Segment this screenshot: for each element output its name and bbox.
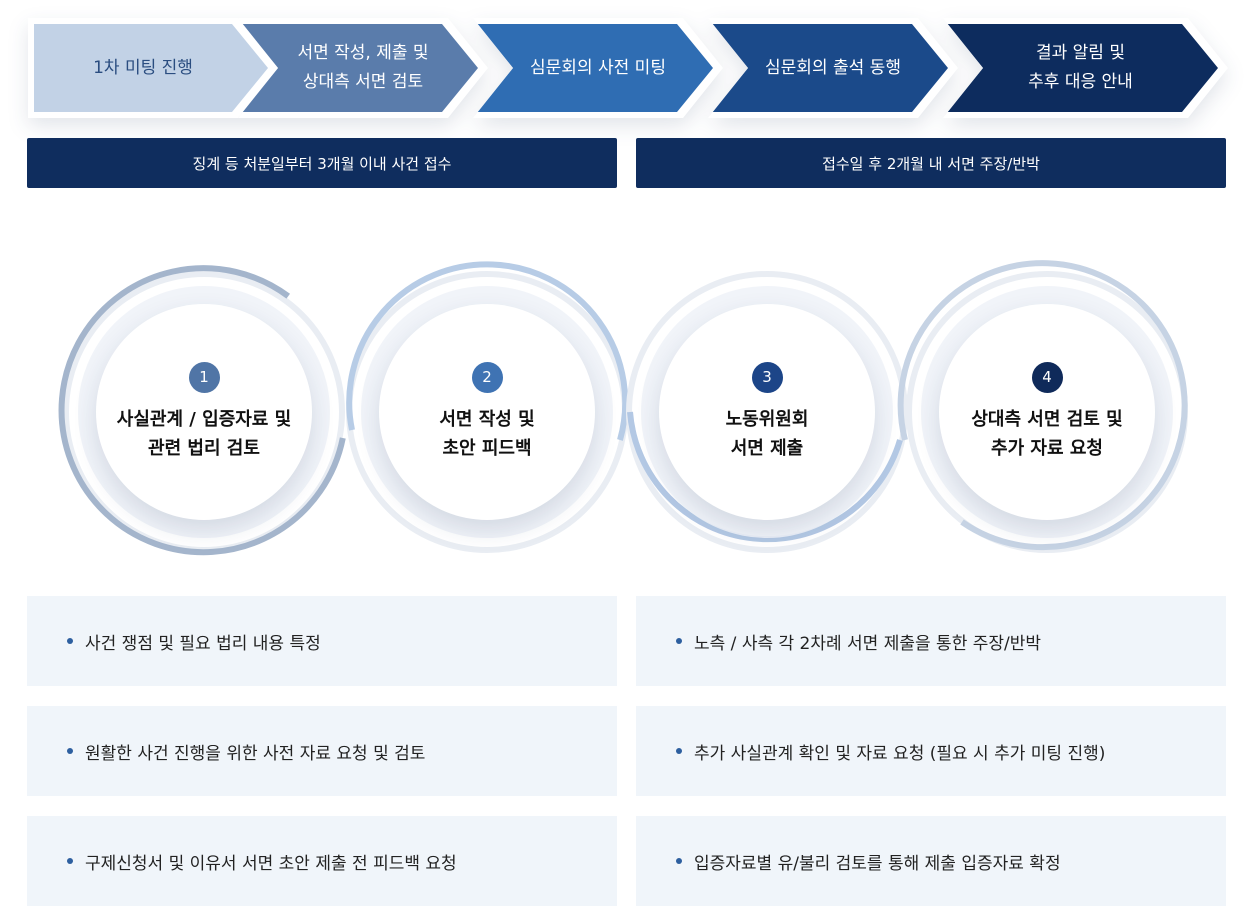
circle-step-4: 4 상대측 서면 검토 및 추가 자료 요청 (939, 304, 1155, 520)
step-1: 1차 미팅 진행 (28, 18, 278, 118)
step-3: 심문회의 사전 미팅 (473, 18, 723, 118)
step-5: 결과 알림 및 추후 대응 안내 (943, 18, 1228, 118)
right-item-1-text: 노측 / 사측 각 2차례 서면 제출을 통한 주장/반박 (694, 633, 1042, 654)
left-item-3-text: 구제신청서 및 이유서 서면 초안 제출 전 피드백 요청 (85, 853, 457, 874)
circle-text-3: 노동위원회 서면 제출 (725, 408, 809, 459)
step-4-label: 심문회의 출석 동행 (765, 57, 901, 78)
circle-number-3: 3 (751, 361, 783, 393)
left-item-2: 원활한 사건 진행을 위한 사전 자료 요청 및 검토 (27, 706, 617, 796)
circle-number-2: 2 (471, 361, 503, 393)
timeline-bar-right-text: 접수일 후 2개월 내 서면 주장/반박 (822, 154, 1040, 173)
circle-step-3: 3 노동위원회 서면 제출 (659, 304, 875, 520)
bullet-icon (67, 638, 73, 644)
bullet-icon (676, 748, 682, 754)
step-3-label: 심문회의 사전 미팅 (530, 57, 666, 78)
timeline-bar-right: 접수일 후 2개월 내 서면 주장/반박 (636, 138, 1226, 188)
timeline-bar-left: 징계 등 처분일부터 3개월 이내 사건 접수 (27, 138, 617, 188)
bullet-icon (676, 638, 682, 644)
step-4: 심문회의 출석 동행 (708, 18, 958, 118)
circle-step-2: 2 서면 작성 및 초안 피드백 (379, 304, 595, 520)
bullet-icon (676, 858, 682, 864)
left-item-3: 구제신청서 및 이유서 서면 초안 제출 전 피드백 요청 (27, 816, 617, 906)
right-item-2: 추가 사실관계 확인 및 자료 요청 (필요 시 추가 미팅 진행) (636, 706, 1226, 796)
right-item-1: 노측 / 사측 각 2차례 서면 제출을 통한 주장/반박 (636, 596, 1226, 686)
left-item-1: 사건 쟁점 및 필요 법리 내용 특정 (27, 596, 617, 686)
circle-text-2: 서면 작성 및 초안 피드백 (439, 408, 535, 459)
circle-number-4: 4 (1031, 361, 1063, 393)
step-2-label: 서면 작성, 제출 및 상대측 서면 검토 (297, 43, 429, 92)
bullet-icon (67, 748, 73, 754)
bullet-icon (67, 858, 73, 864)
circle-text-1: 사실관계 / 입증자료 및 관련 법리 검토 (116, 408, 292, 459)
step-1-label: 1차 미팅 진행 (93, 57, 193, 78)
circle-text-4: 상대측 서면 검토 및 추가 자료 요청 (971, 408, 1123, 459)
left-item-1-text: 사건 쟁점 및 필요 법리 내용 특정 (85, 633, 321, 654)
circle-number-1: 1 (188, 361, 220, 393)
step-5-label: 결과 알림 및 추후 대응 안내 (1028, 43, 1133, 92)
circle-step-1: 1 사실관계 / 입증자료 및 관련 법리 검토 (96, 304, 312, 520)
right-item-3: 입증자료별 유/불리 검토를 통해 제출 입증자료 확정 (636, 816, 1226, 906)
process-steps: 1차 미팅 진행 서면 작성, 제출 및 상대측 서면 검토 심문회의 사전 미… (28, 18, 1228, 118)
left-item-2-text: 원활한 사건 진행을 위한 사전 자료 요청 및 검토 (85, 743, 426, 764)
right-item-3-text: 입증자료별 유/불리 검토를 통해 제출 입증자료 확정 (694, 853, 1061, 874)
right-item-2-text: 추가 사실관계 확인 및 자료 요청 (필요 시 추가 미팅 진행) (694, 743, 1106, 764)
step-2: 서면 작성, 제출 및 상대측 서면 검토 (238, 18, 488, 118)
timeline-bar-left-text: 징계 등 처분일부터 3개월 이내 사건 접수 (192, 154, 452, 173)
